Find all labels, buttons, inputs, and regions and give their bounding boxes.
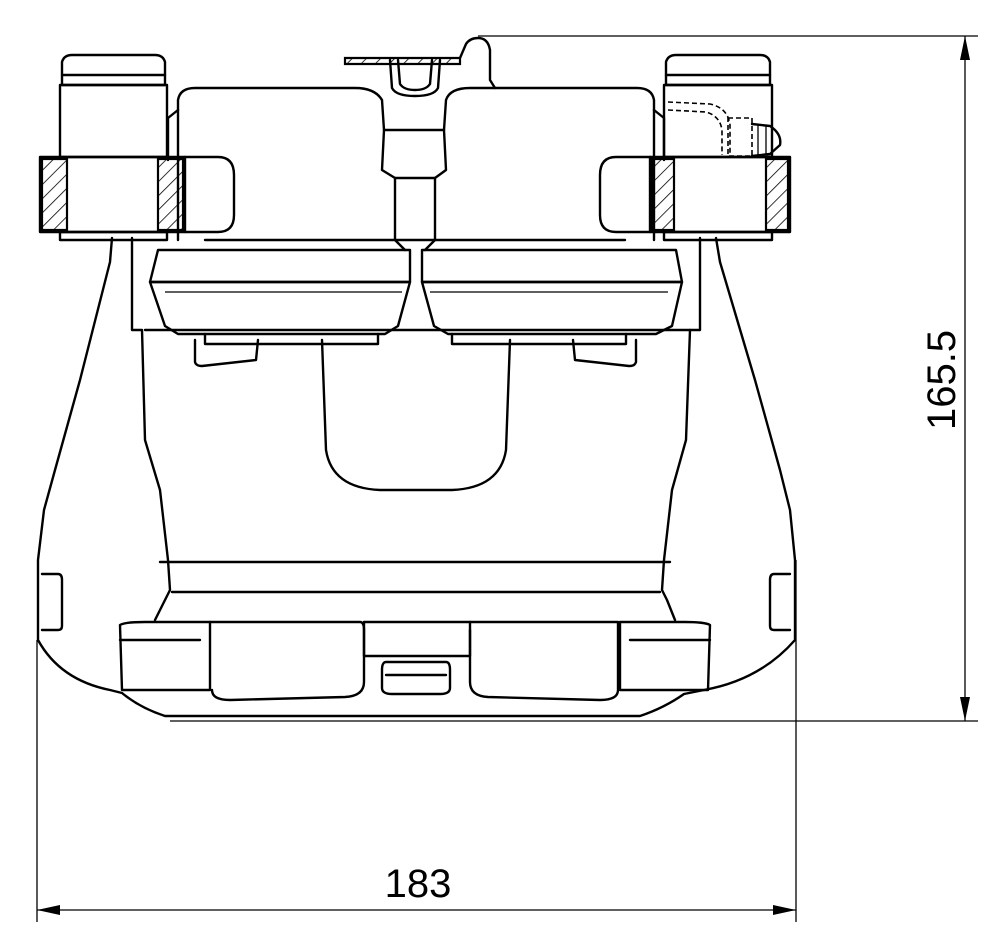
width-dimension-label: 183 bbox=[385, 862, 452, 906]
dimension-lines bbox=[36, 35, 978, 922]
left-guide-bolt bbox=[38, 53, 236, 242]
spring-clip bbox=[343, 36, 497, 98]
brake-pads bbox=[148, 248, 684, 346]
height-dimension-label: 165.5 bbox=[920, 330, 964, 430]
piston-housing bbox=[193, 338, 638, 492]
caliper-body bbox=[36, 236, 797, 718]
bleed-nipple bbox=[667, 101, 782, 158]
right-guide-bolt bbox=[598, 53, 792, 242]
caliper-bridge bbox=[166, 86, 666, 252]
